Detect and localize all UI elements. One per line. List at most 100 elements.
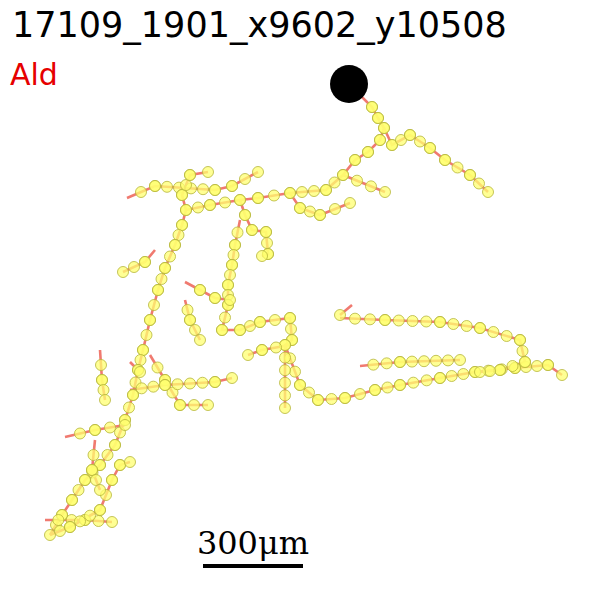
trace-point [366, 181, 377, 192]
trace-point [295, 203, 306, 214]
trace-point [145, 315, 156, 326]
trace-point [227, 260, 238, 271]
trace-point [419, 356, 430, 367]
trace-point [136, 383, 147, 394]
trace-point [140, 257, 151, 268]
trace-point [340, 393, 351, 404]
trace-point [285, 188, 296, 199]
trace-point [227, 373, 238, 384]
trace-point [381, 358, 392, 369]
trace-point [124, 402, 135, 413]
neurite-segment [50, 462, 130, 535]
trace-point [240, 210, 251, 221]
trace-point [461, 321, 472, 332]
trace-point [136, 187, 147, 198]
neurite-segment [340, 318, 525, 372]
trace-point [198, 184, 209, 195]
trace-point [483, 187, 494, 198]
trace-point [165, 251, 176, 262]
trace-point [223, 280, 234, 291]
trace-point [153, 285, 164, 296]
trace-point [90, 425, 101, 436]
trace-point [475, 367, 486, 378]
trace-point [543, 360, 554, 371]
trace-point [210, 185, 221, 196]
trace-point [97, 375, 108, 386]
trace-point [280, 352, 291, 363]
trace-point [223, 280, 234, 291]
trace-point [203, 400, 214, 411]
trace-point [225, 270, 236, 281]
trace-point [107, 517, 118, 528]
trace-point [220, 312, 231, 323]
trace-point [340, 393, 351, 404]
trace-point [197, 377, 208, 388]
trace-point [435, 373, 446, 384]
trace-point [67, 495, 78, 506]
trace-point [129, 262, 140, 273]
trace-point [321, 185, 332, 196]
trace-point [440, 155, 451, 166]
trace-point [488, 327, 499, 338]
trace-point [80, 475, 91, 486]
trace-point [474, 178, 485, 189]
trace-point [515, 335, 526, 346]
trace-point [95, 505, 106, 516]
trace-point [195, 285, 206, 296]
trace-point [107, 475, 118, 486]
trace-point [160, 380, 171, 391]
trace-point [240, 210, 251, 221]
trace-point [485, 366, 496, 377]
trace-point [375, 135, 386, 146]
scale-label: 300μm [197, 526, 309, 561]
trace-point [210, 377, 221, 388]
trace-point [181, 205, 192, 216]
neurite-segment [50, 84, 384, 535]
trace-point [243, 350, 254, 361]
trace-point [67, 495, 78, 506]
trace-point [185, 315, 196, 326]
trace-point [173, 230, 184, 241]
trace-point [235, 325, 246, 336]
trace-point [408, 377, 419, 388]
trace-point [232, 227, 243, 238]
trace-point [382, 382, 393, 393]
trace-point [280, 365, 291, 376]
trace-point [245, 321, 256, 332]
trace-point [304, 387, 315, 398]
trace-point [435, 317, 446, 328]
trace-point [255, 317, 266, 328]
trace-point [253, 193, 264, 204]
trace-point [335, 310, 346, 321]
trace-point [138, 345, 149, 356]
trace-point [95, 505, 106, 516]
trace-point [150, 181, 161, 192]
trace-point [120, 420, 131, 431]
trace-point [520, 357, 531, 368]
trace-point [355, 389, 366, 400]
trace-point [115, 460, 126, 471]
trace-point [305, 206, 316, 217]
trace-point [227, 181, 238, 192]
trace-point [495, 365, 506, 376]
trace-point [352, 175, 363, 186]
trace-point [152, 362, 163, 373]
trace-point [235, 325, 246, 336]
trace-point [405, 130, 416, 141]
trace-point [85, 510, 96, 521]
trace-point [395, 357, 406, 368]
trace-point [189, 400, 200, 411]
trace-point [115, 460, 126, 471]
trace-point [65, 522, 76, 533]
trace-point [87, 465, 98, 476]
trace-point [271, 342, 282, 353]
trace-point [185, 378, 196, 389]
trace-point [185, 315, 196, 326]
trace-point [443, 355, 454, 366]
trace-point [88, 450, 99, 461]
trace-point [45, 530, 56, 541]
trace-point [257, 345, 268, 356]
trace-point [162, 181, 173, 192]
trace-point [153, 285, 164, 296]
